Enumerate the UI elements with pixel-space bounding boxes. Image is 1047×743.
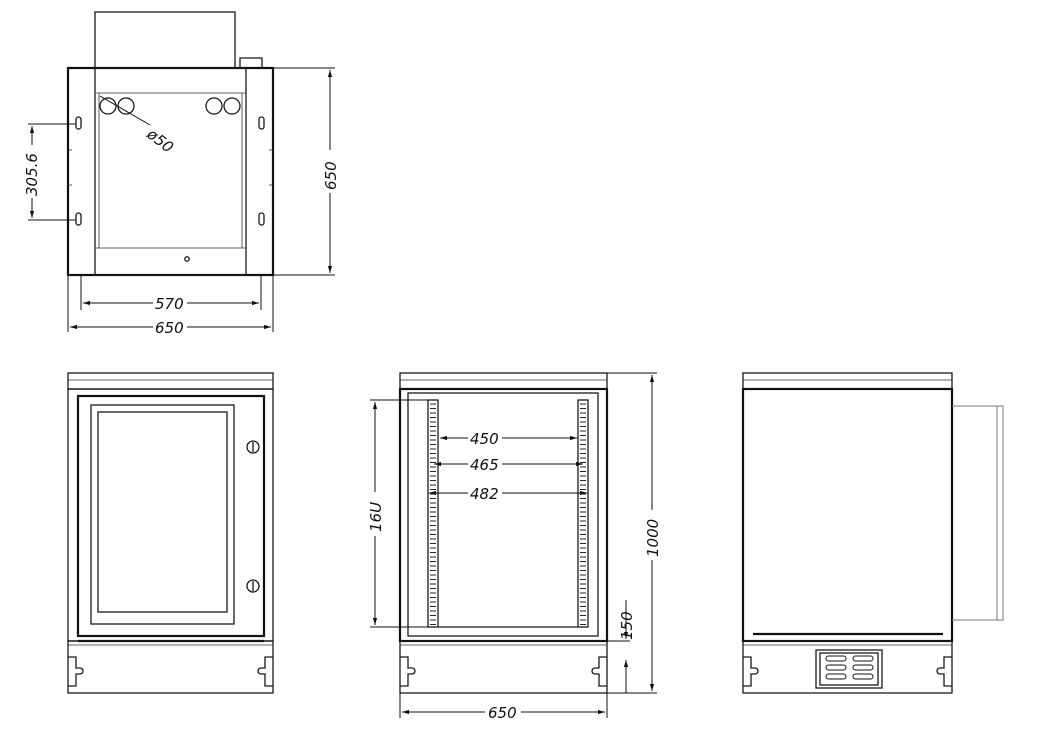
hole-diameter-leader (99, 95, 151, 126)
side-cooling-unit (952, 405, 1004, 621)
top-view: ø50 305.6 650 570 650 (23, 11, 340, 337)
front-door (76, 394, 266, 638)
section-inner (407, 392, 599, 637)
lift-slot (400, 656, 416, 687)
inner-width-label: 570 (155, 295, 184, 313)
lift-slot (936, 656, 952, 687)
dim-465-label: 465 (470, 456, 499, 474)
top-unit-box (94, 11, 236, 69)
front-plinth (67, 640, 274, 694)
door-window (97, 411, 228, 613)
vent-slot (852, 673, 874, 680)
mounting-slot (75, 116, 82, 130)
vent-slots (825, 655, 874, 680)
vent-slot (852, 655, 874, 662)
door-window-frame (90, 404, 235, 625)
cable-hole (205, 97, 223, 115)
door-lock (246, 440, 260, 454)
lift-slot (257, 656, 273, 687)
vent-slot (852, 664, 874, 671)
lift-slot (591, 656, 607, 687)
rear-roof (742, 372, 953, 390)
lift-slot (743, 656, 759, 687)
hole-spacing-label: 305.6 (23, 153, 41, 196)
top-frame-inner (94, 67, 247, 276)
rear-plinth (742, 640, 953, 694)
front-body (67, 388, 274, 642)
door-lock (246, 579, 260, 593)
vent-slot (825, 673, 847, 680)
dim-450-label: 450 (470, 430, 499, 448)
rack-rail-left (427, 399, 439, 628)
vent-slot (825, 655, 847, 662)
section-view: 450 465 482 16U 1000 150 650 (367, 372, 662, 722)
mounting-slot (75, 212, 82, 226)
rack-rail-right (577, 399, 589, 628)
front-view (67, 372, 274, 694)
vent-grille (815, 649, 883, 689)
rear-view (741, 372, 1004, 694)
cable-hole (99, 97, 117, 115)
mounting-slot (258, 212, 265, 226)
rack-units-label: 16U (367, 502, 385, 532)
front-roof (67, 372, 274, 390)
section-plinth (399, 640, 608, 694)
hole-diameter-label: ø50 (143, 124, 177, 156)
cable-gland (239, 57, 263, 68)
mounting-slot (258, 116, 265, 130)
vent-slot (825, 664, 847, 671)
center-hole (184, 256, 190, 262)
base-height-label: 150 (618, 611, 636, 640)
cable-hole (223, 97, 241, 115)
rear-body (741, 387, 954, 643)
total-height-label: 1000 (644, 519, 662, 557)
section-roof (399, 372, 608, 390)
dim-482-label: 482 (470, 485, 499, 503)
lift-slot (68, 656, 84, 687)
outer-width-label: 650 (155, 319, 184, 337)
top-depth-label: 650 (322, 161, 340, 190)
section-width-label: 650 (488, 704, 517, 722)
